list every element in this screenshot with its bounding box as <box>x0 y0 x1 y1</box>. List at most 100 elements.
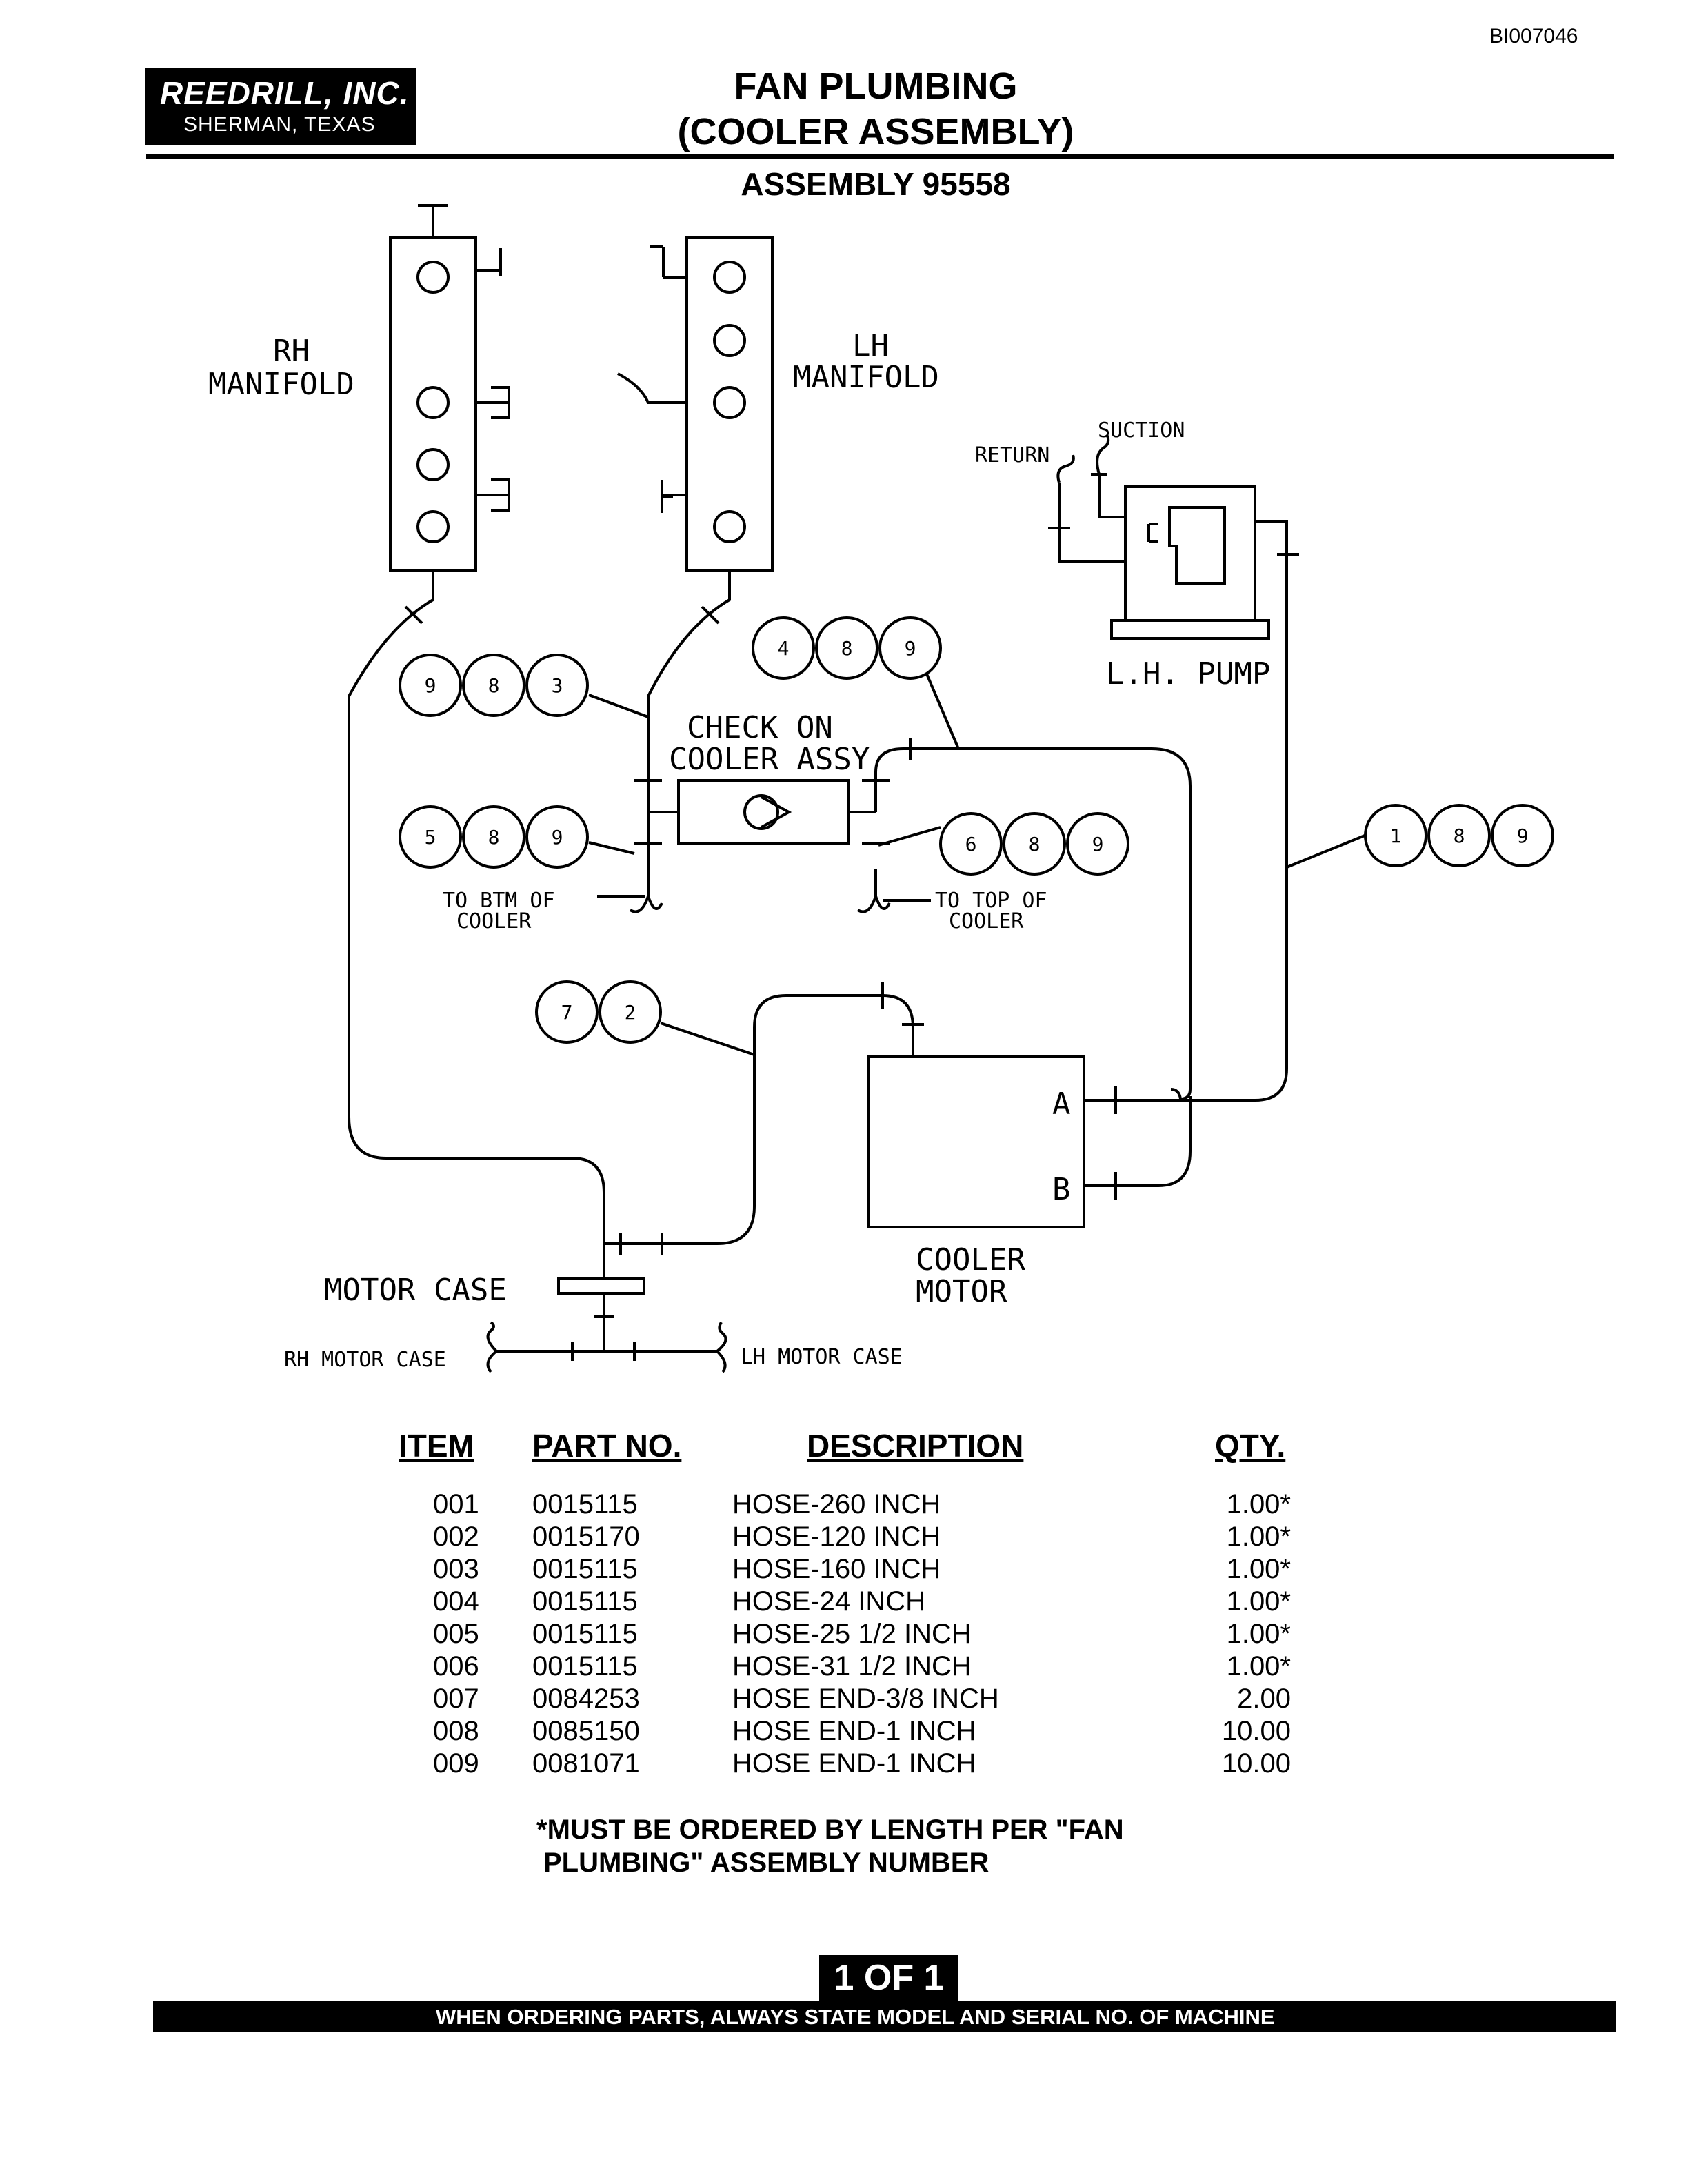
balloon-label: 1 <box>1390 825 1402 847</box>
port-b-label: B <box>1052 1172 1071 1207</box>
page-title-line2: (COOLER ASSEMBLY) <box>677 111 1074 152</box>
part-no-cell: 0081071 <box>532 1748 640 1779</box>
part-no-cell: 0015170 <box>532 1521 640 1552</box>
balloon-label: 8 <box>841 637 853 660</box>
part-no-cell: 0015115 <box>532 1586 638 1617</box>
balloon-label: 8 <box>1454 825 1465 847</box>
item-cell: 006 <box>433 1651 479 1681</box>
balloon-9e <box>1491 804 1554 867</box>
qty-cell: 1.00* <box>1226 1619 1291 1649</box>
balloon-9a <box>399 654 462 717</box>
lh-motor-case-label: LH MOTOR CASE <box>741 1345 903 1369</box>
page-title-line1: FAN PLUMBING <box>734 65 1018 107</box>
check-valve-body <box>677 779 850 845</box>
balloon-8d <box>1003 812 1066 876</box>
balloon-label: 8 <box>488 674 500 697</box>
balloon-label: 8 <box>488 826 500 849</box>
ordering-note-line1: *MUST BE ORDERED BY LENGTH PER "FAN <box>536 1814 1124 1845</box>
balloon-4 <box>752 616 815 680</box>
header-rule <box>146 154 1614 159</box>
balloon-8b <box>815 616 878 680</box>
company-name: REEDRILL, INC. <box>160 75 410 111</box>
balloon-2 <box>599 980 662 1044</box>
plumbing-diagram: 9 8 3 4 8 9 5 8 9 6 8 9 1 8 9 7 2 RH MAN… <box>208 204 1554 1373</box>
item-cell: 001 <box>433 1489 479 1519</box>
col-header-description: DESCRIPTION <box>807 1428 1024 1464</box>
qty-cell: 1.00* <box>1226 1554 1291 1584</box>
cooler-motor-label-1: COOLER <box>916 1242 1025 1277</box>
balloon-label: 3 <box>552 674 563 697</box>
description-cell: HOSE END-1 INCH <box>732 1716 976 1746</box>
company-location: SHERMAN, TEXAS <box>183 113 376 136</box>
qty-cell: 1.00* <box>1226 1651 1291 1681</box>
footer-text: WHEN ORDERING PARTS, ALWAYS STATE MODEL … <box>436 2005 1275 2029</box>
ordering-note-line2: PLUMBING" ASSEMBLY NUMBER <box>543 1848 989 1878</box>
balloon-label: 9 <box>1092 833 1104 856</box>
lh-manifold-label-1: LH <box>852 328 889 363</box>
qty-cell: 10.00 <box>1221 1748 1291 1779</box>
lh-pump-label: L.H. PUMP <box>1106 656 1270 691</box>
qty-cell: 1.00* <box>1226 1586 1291 1617</box>
balloon-9b <box>878 616 942 680</box>
balloon-label: 4 <box>778 637 790 660</box>
col-header-qty: QTY. <box>1215 1428 1286 1464</box>
description-cell: HOSE-24 INCH <box>732 1586 926 1617</box>
balloon-5 <box>399 805 462 869</box>
balloon-8e <box>1427 804 1491 867</box>
cooler-motor-body <box>867 1055 1085 1228</box>
balloon-label: 6 <box>965 833 977 856</box>
balloon-label: 2 <box>625 1001 636 1024</box>
description-cell: HOSE-260 INCH <box>732 1489 941 1519</box>
assembly-number: ASSEMBLY 95558 <box>741 166 1011 202</box>
company-logo: REEDRILL, INC. SHERMAN, TEXAS <box>145 68 416 145</box>
part-no-cell: 0015115 <box>532 1651 638 1681</box>
col-header-item: ITEM <box>399 1428 474 1464</box>
suction-label: SUCTION <box>1098 418 1185 443</box>
balloon-8c <box>462 805 525 869</box>
item-cell: 009 <box>433 1748 479 1779</box>
balloon-1 <box>1364 804 1427 867</box>
description-cell: HOSE-31 1/2 INCH <box>732 1651 972 1681</box>
description-cell: HOSE END-3/8 INCH <box>732 1684 999 1714</box>
description-cell: HOSE-160 INCH <box>732 1554 941 1584</box>
footer-bar: WHEN ORDERING PARTS, ALWAYS STATE MODEL … <box>153 2001 1616 2032</box>
balloon-label: 5 <box>425 826 436 849</box>
description-cell: HOSE END-1 INCH <box>732 1748 976 1779</box>
rh-manifold-label-2: MANIFOLD <box>208 367 354 402</box>
balloon-label: 7 <box>561 1001 573 1024</box>
page-indicator: 1 OF 1 <box>819 1955 958 2001</box>
return-label: RETURN <box>975 443 1049 467</box>
motor-case-label: MOTOR CASE <box>324 1273 507 1308</box>
item-cell: 004 <box>433 1586 479 1617</box>
port-a-label: A <box>1052 1086 1071 1122</box>
balloon-label: 9 <box>425 674 436 697</box>
rh-manifold-label-1: RH <box>273 334 310 369</box>
item-cell: 008 <box>433 1716 479 1746</box>
col-header-part-no: PART NO. <box>532 1428 682 1464</box>
balloon-label: 8 <box>1029 833 1041 856</box>
document-id: BI007046 <box>1489 25 1578 48</box>
balloon-9d <box>1066 812 1129 876</box>
part-no-cell: 0015115 <box>532 1489 638 1519</box>
part-no-cell: 0085150 <box>532 1716 640 1746</box>
to-top-label-2: COOLER <box>949 909 1024 933</box>
ordering-note: *MUST BE ORDERED BY LENGTH PER "FAN PLUM… <box>536 1813 1295 1879</box>
balloon-label: 9 <box>552 826 563 849</box>
lh-manifold-label-2: MANIFOLD <box>793 360 939 395</box>
cooler-motor-label-2: MOTOR <box>916 1274 1007 1309</box>
item-cell: 007 <box>433 1684 479 1714</box>
rh-motor-case-label: RH MOTOR CASE <box>284 1348 446 1372</box>
qty-cell: 1.00* <box>1226 1489 1291 1519</box>
description-cell: HOSE-120 INCH <box>732 1521 941 1552</box>
to-btm-label-1: TO BTM OF <box>443 889 555 913</box>
balloon-7 <box>535 980 599 1044</box>
lh-manifold-block <box>685 236 774 572</box>
item-cell: 003 <box>433 1554 479 1584</box>
balloon-3 <box>525 654 589 717</box>
balloon-label: 9 <box>1517 825 1529 847</box>
to-top-label-1: TO TOP OF <box>935 889 1047 913</box>
item-cell: 002 <box>433 1521 479 1552</box>
qty-cell: 1.00* <box>1226 1521 1291 1552</box>
balloon-9c <box>525 805 589 869</box>
balloon-6 <box>939 812 1003 876</box>
